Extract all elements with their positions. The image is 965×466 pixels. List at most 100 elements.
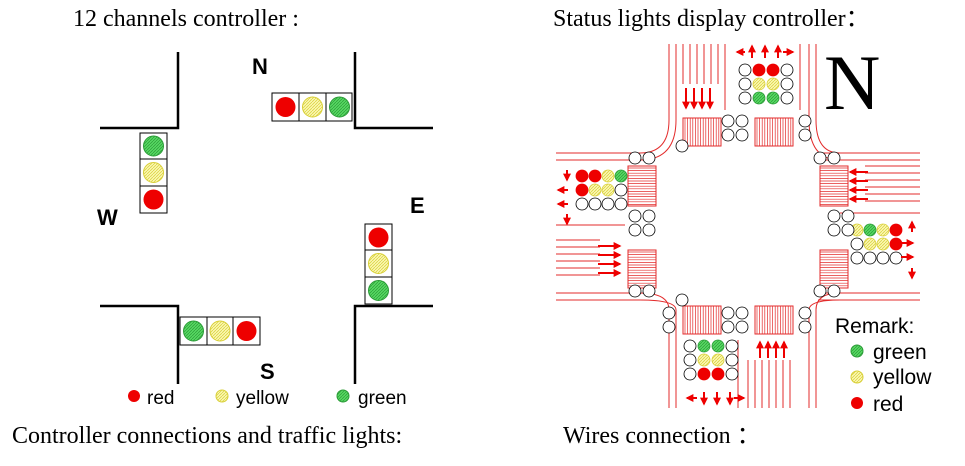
corner-curve-sw-inner [639,299,677,311]
south-panel-lamp [711,367,725,381]
east-panel-lamp [876,237,890,251]
legend-red-dot [128,390,140,402]
corner-lamp [662,306,676,320]
east-panel-lamp [876,251,890,265]
north-panel-lamp [738,77,752,91]
remark-green-dot [850,344,864,358]
west-panel-lamp [614,183,628,197]
corner-lamp [675,293,689,307]
north-panel-lamp [752,63,766,77]
north-panel-lamp [752,91,766,105]
west-yellow-lamp [143,162,164,183]
corner-lamp [642,209,656,223]
north-panel-lamp [738,91,752,105]
corner-lamp [628,223,642,237]
north-red-lamp [275,97,296,117]
corner-sw [100,304,180,384]
remark-title: Remark: [835,315,915,338]
right-top-caption: Status lights display controller： [553,6,870,32]
west-label: W [97,205,118,230]
west-panel-lamp [575,183,589,197]
south-red-lamp [236,321,257,341]
east-panel-lamp [850,237,864,251]
legend-green-dot [336,389,350,403]
crosswalk-south-right [754,305,794,335]
west-road-lines [556,152,640,301]
east-panel-lamp [850,251,864,265]
crosswalk-west-bottom [627,249,657,289]
corner-lamp [721,306,735,320]
legend-yellow-label: yellow [236,388,289,409]
west-panel-lamp [575,169,589,183]
east-panel-lamp [889,223,903,237]
south-road-lines [668,310,817,408]
north-traffic-light [271,92,353,122]
north-panel-lamp [766,63,780,77]
crosswalk-north-left [682,117,722,147]
left-intersection [100,52,433,384]
corner-lamp [721,128,735,142]
south-panel-lamp [711,339,725,353]
crosswalk-east-bottom [819,249,849,289]
corner-lamp [721,114,735,128]
corner-lamp [628,151,642,165]
corner-lamp [827,284,841,298]
remark-green-label: green [873,341,927,364]
crosswalk-west-top [627,165,657,207]
north-panel-lamp [766,91,780,105]
west-panel-lamp [614,169,628,183]
corner-lamp [735,128,749,142]
north-label: N [252,54,268,79]
west-red-lamp [143,189,164,210]
left-top-caption: 12 channels controller : [73,6,299,32]
corner-lamp [642,223,656,237]
direction-arrows [556,44,916,406]
south-traffic-light [179,316,261,346]
corner-ne [353,52,433,130]
south-panel-lamp [697,353,711,367]
corner-lamp [841,223,855,237]
compass-north-letter: N [824,39,881,126]
corner-lamp [735,306,749,320]
left-bottom-caption: Controller connections and traffic light… [12,423,403,449]
north-panel-lamp [780,77,794,91]
south-panel-lamp [697,339,711,353]
south-panel-lamp [697,367,711,381]
east-panel-lamp [889,251,903,265]
corner-lamp [735,320,749,334]
remark-yellow-label: yellow [873,366,932,389]
east-panel-lamp [889,237,903,251]
crosswalk-south-left [682,305,722,335]
east-green-lamp [368,280,389,301]
corner-lamp [798,128,812,142]
corner-lamp [813,151,827,165]
legend-red-label: red [147,388,175,409]
remark-yellow-dot [850,370,864,384]
east-yellow-lamp [368,253,389,274]
north-yellow-lamp [302,96,323,118]
south-panel-lamp [725,339,739,353]
corner-lamp [721,320,735,334]
corner-lamp [827,151,841,165]
south-panel-lamp [683,353,697,367]
crosswalks [627,117,849,335]
west-panel-lamp [601,169,615,183]
corner-lamp [798,320,812,334]
west-panel-lamp [588,169,602,183]
corner-lamp [675,139,689,153]
east-red-lamp [368,227,389,248]
crosswalk-east-top [819,165,849,207]
west-panel-lamp [601,197,615,211]
south-green-lamp [183,320,204,342]
corner-curve-nw [639,119,670,154]
legend-yellow-dot [215,389,229,403]
south-yellow-lamp [209,320,231,342]
north-panel-lamp [780,63,794,77]
south-panel-lamp [683,367,697,381]
legend-green-label: green [358,388,407,409]
remark-red-label: red [873,393,904,416]
corner-lamp [628,284,642,298]
east-label: E [410,193,425,218]
west-panel-lamp [588,197,602,211]
